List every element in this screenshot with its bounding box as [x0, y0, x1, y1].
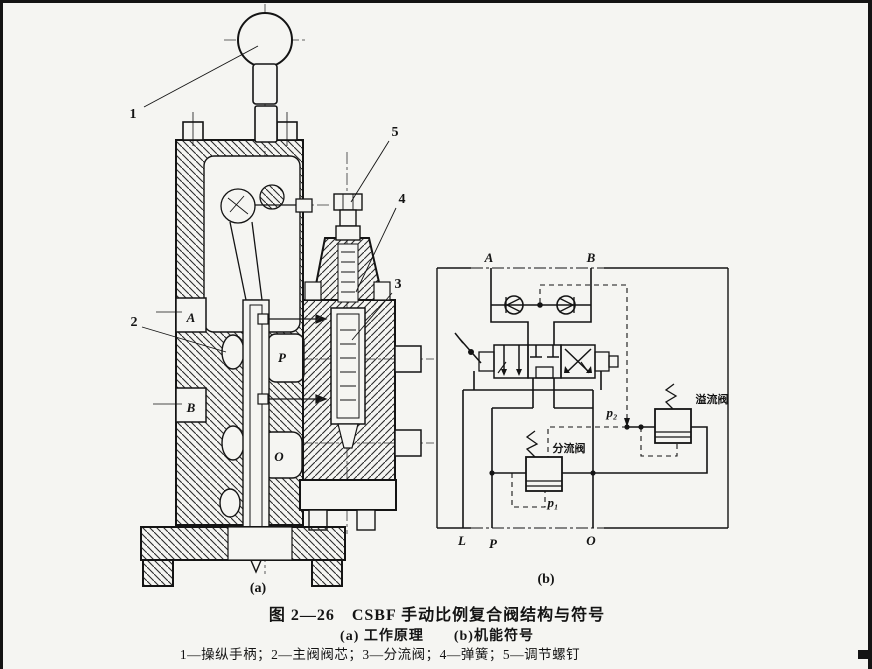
caption-title: 图 2—26 CSBF 手动比例复合阀结构与符号	[269, 605, 605, 624]
bonnet-bolt-right	[373, 281, 391, 301]
callout-5: 5	[392, 125, 399, 140]
main-spool	[219, 299, 305, 574]
handle-ball	[237, 12, 293, 68]
main-valve-body	[175, 112, 313, 526]
figure-a-labels: 1 2 3 4 5 A B P O (a)	[130, 107, 406, 596]
base-foot-right	[311, 559, 343, 587]
figure-a-section-drawing	[140, 4, 434, 587]
relief-valve-label: 溢流阀	[696, 392, 729, 406]
callout-4: 4	[399, 192, 406, 207]
figure-b-schematic	[436, 267, 729, 529]
caption-subtitle: (a) 工作原理 (b)机能符号	[340, 627, 534, 644]
divider-pilot-dashed	[547, 426, 627, 457]
sym-port-l: L	[457, 533, 466, 548]
check-valve-left	[504, 295, 524, 315]
check-valve-right	[556, 295, 576, 315]
caption-legend: 1—操纵手柄；2—主阀阀芯；3—分流阀；4—弹簧；5—调节螺钉	[180, 647, 580, 663]
figure-b-labels: A B L P O p₂ p₁ 分流阀 溢流阀 (b)	[457, 250, 728, 587]
handle-assembly	[237, 12, 293, 143]
divider-drain-dashed	[511, 473, 546, 508]
side-lower-flange	[299, 479, 397, 511]
callout-3: 3	[395, 277, 402, 292]
adjusting-screw	[333, 193, 363, 241]
sublabel-a: (a)	[250, 581, 267, 596]
sym-port-o: O	[586, 533, 596, 548]
side-bolt-upper	[394, 345, 422, 373]
section-port-a: A	[186, 310, 196, 325]
manual-lever	[454, 332, 482, 364]
pressure-p2: p₂	[605, 405, 617, 420]
port-box-a	[175, 297, 207, 333]
valve-envelope	[436, 267, 729, 529]
base-plate	[140, 526, 346, 587]
base-foot-left	[142, 559, 174, 587]
port-boxes	[153, 297, 207, 423]
flow-divider-symbol	[491, 426, 627, 508]
scan-mark	[858, 650, 870, 659]
relief-remote-dashed	[640, 427, 678, 457]
pilot-arrow	[624, 418, 630, 427]
section-port-b: B	[186, 400, 196, 415]
side-bolt-lower	[394, 429, 422, 457]
spring	[337, 243, 359, 303]
relief-valve-symbol	[593, 383, 708, 474]
sym-port-b: B	[586, 250, 596, 265]
sym-port-a: A	[484, 250, 494, 265]
port-box-b	[175, 387, 207, 423]
flow-divider-label: 分流阀	[553, 441, 586, 455]
divider-bore	[330, 307, 366, 449]
callout-leaders	[141, 45, 397, 353]
relief-return-line	[593, 426, 708, 474]
relief-spring	[664, 383, 678, 410]
divider-spring	[525, 430, 539, 458]
p-chamber	[267, 333, 305, 383]
check-valve-bridge	[490, 268, 592, 345]
pressure-p1: p₁	[546, 495, 558, 510]
callout-1: 1	[130, 107, 137, 122]
pilot-line-p2	[539, 284, 628, 419]
flow-divider-side-valve	[299, 193, 422, 531]
sublabel-b: (b)	[537, 572, 554, 587]
sym-port-p: P	[489, 536, 498, 551]
directional-valve	[454, 332, 619, 379]
pivot-linkage	[220, 184, 313, 301]
callout-2: 2	[131, 315, 138, 330]
section-port-o: O	[274, 449, 284, 464]
bonnet-bolt-left	[304, 281, 322, 301]
section-port-p: P	[278, 350, 287, 365]
caption: 图 2—26 CSBF 手动比例复合阀结构与符号 (a) 工作原理 (b)机能符…	[180, 605, 605, 663]
